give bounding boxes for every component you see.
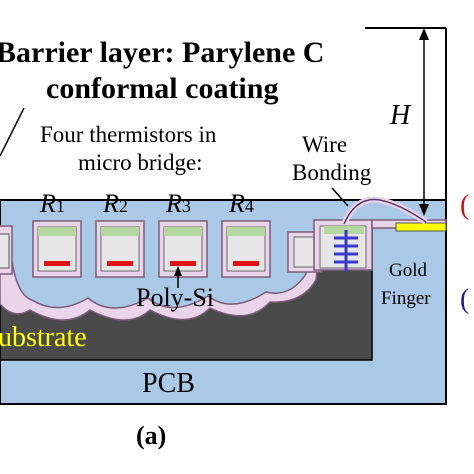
thermistor-label-line2: micro bridge: [78, 150, 203, 175]
height-label: H [389, 100, 412, 131]
resistor-labels: R1 R2 R3 R4 [39, 189, 254, 218]
pcb-label: PCB [142, 368, 195, 399]
right-mark-red: ( [460, 190, 469, 221]
wire-label-line2: Bonding [292, 160, 372, 185]
r2-label: R2 [102, 189, 128, 218]
height-dimension-arrow [419, 28, 429, 216]
gold-finger-label-line2: Finger [381, 288, 431, 309]
thermistor-r3-element [158, 220, 208, 278]
figure-caption: (a) [136, 421, 166, 450]
thermistor-r1-element [32, 220, 82, 278]
barrier-leader-line [0, 107, 25, 157]
r3-label: R3 [165, 189, 191, 218]
wire-label-line1: Wire [302, 132, 347, 157]
r1-label: R1 [39, 189, 65, 218]
gold-finger-label-line1: Gold [389, 260, 428, 281]
polysi-label: Poly-Si [136, 283, 214, 312]
thermistor-r2-element [95, 220, 145, 278]
barrier-title-line2: conformal coating [46, 72, 278, 105]
wire-bonding-leader-line [331, 187, 349, 207]
thermistor-r4-element [221, 220, 271, 278]
bond-wire [343, 198, 427, 225]
left-partial-bridge [0, 225, 13, 275]
polysi-arrow [174, 266, 182, 288]
thermistor-label-line1: Four thermistors in [40, 122, 217, 147]
barrier-title-line1: Barrier layer: Parylene C [0, 36, 324, 69]
bonding-pad-block [313, 219, 373, 272]
gold-finger [395, 222, 447, 232]
r4-label: R4 [228, 189, 254, 218]
right-mark-blue: ( [460, 284, 469, 315]
substrate-label: ubstrate [0, 322, 87, 353]
